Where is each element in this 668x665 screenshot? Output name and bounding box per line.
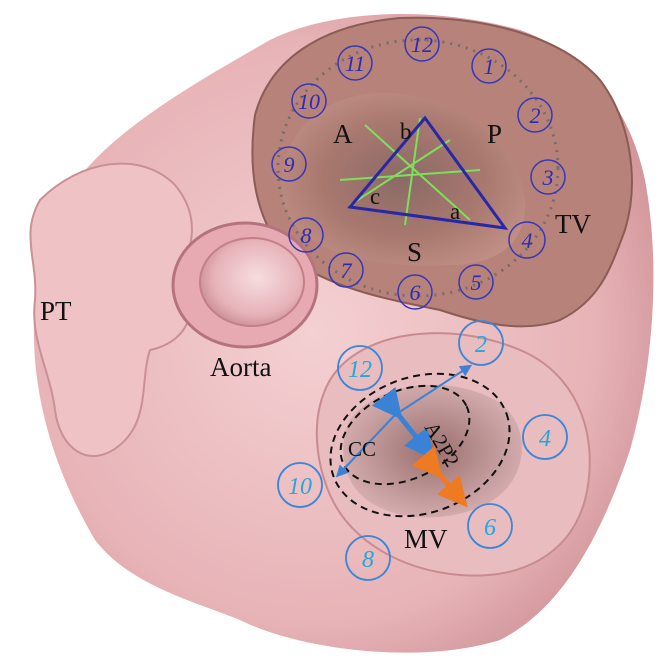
label-aorta: Aorta: [210, 352, 271, 382]
tv-clock-1: 1: [484, 54, 495, 79]
label-a-lower: a: [450, 199, 460, 224]
tv-triangle: [347, 115, 509, 230]
mv-dashed-outer: [329, 372, 511, 518]
mv-clock-positions: [277, 320, 568, 581]
tv-clock-6: 6: [410, 280, 421, 305]
tv-clock-10: 10: [298, 89, 320, 114]
label-b: b: [400, 119, 412, 144]
label-p-upper: P: [487, 119, 502, 149]
mv-clock-12: 12: [348, 357, 372, 383]
tv-clock-7: 7: [341, 258, 353, 283]
tv-clock-3: 3: [542, 165, 554, 190]
aorta-lumen: [199, 237, 305, 327]
pulmonary-trunk: [29, 162, 193, 457]
mv-arrows: [335, 364, 473, 508]
label-cc: CC: [348, 437, 376, 461]
tv-clock-12: 12: [411, 32, 433, 57]
tv-clock-11: 11: [345, 51, 365, 76]
tv-clock-4: 4: [522, 228, 533, 253]
tv-clock-2: 2: [530, 103, 541, 128]
mv-clock-2: 2: [475, 332, 487, 358]
label-s-upper: S: [407, 237, 422, 267]
tv-clock-8: 8: [301, 223, 312, 248]
mv-clock-4: 4: [539, 426, 551, 452]
label-c: c: [370, 184, 380, 209]
label-mv: MV: [404, 524, 448, 554]
tv-clock-positions: [271, 26, 566, 310]
label-a-upper: A: [333, 119, 353, 149]
tv-clock-9: 9: [284, 152, 295, 177]
label-pt: PT: [40, 296, 72, 326]
tv-clock-5: 5: [471, 270, 482, 295]
mv-clock-10: 10: [288, 474, 312, 500]
tv-green-lines: [339, 117, 481, 226]
mv-clock-8: 8: [362, 547, 374, 573]
tv-dotted-annulus: [276, 38, 560, 298]
label-tv: TV: [555, 209, 591, 239]
mv-clock-6: 6: [484, 515, 496, 541]
